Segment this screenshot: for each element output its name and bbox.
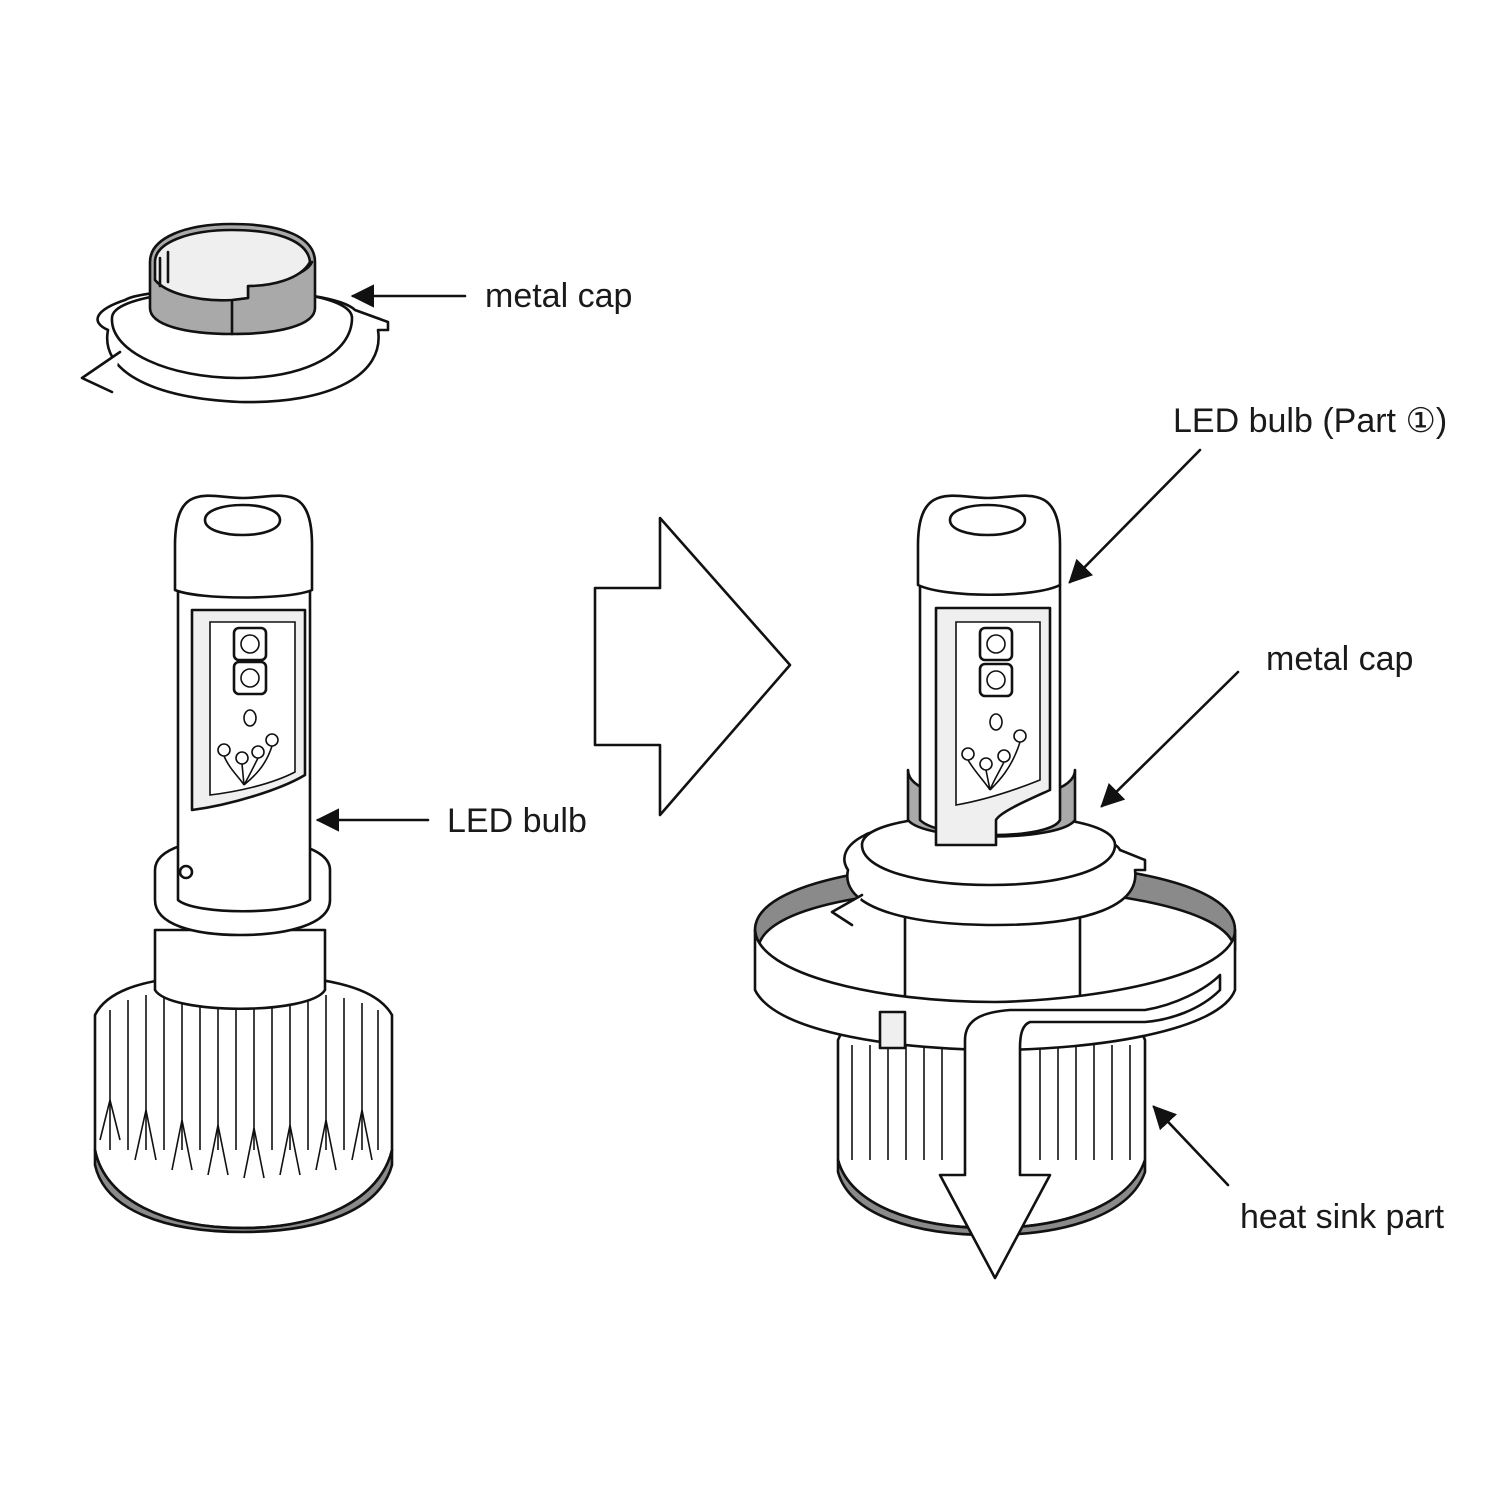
led-bulb-left [93, 494, 394, 1234]
label-heat-sink: heat sink part [1240, 1198, 1445, 1236]
label-led-bulb-part: LED bulb (Part ①) [1173, 402, 1447, 440]
label-led-bulb: LED bulb [447, 802, 587, 840]
led-bulb-assembled [753, 494, 1237, 1280]
metal-cap-standalone [80, 222, 390, 404]
label-metal-cap-right: metal cap [1266, 640, 1413, 678]
leader-arrows [315, 284, 1240, 1187]
label-metal-cap-top: metal cap [485, 277, 632, 315]
right-arrow [593, 516, 792, 817]
